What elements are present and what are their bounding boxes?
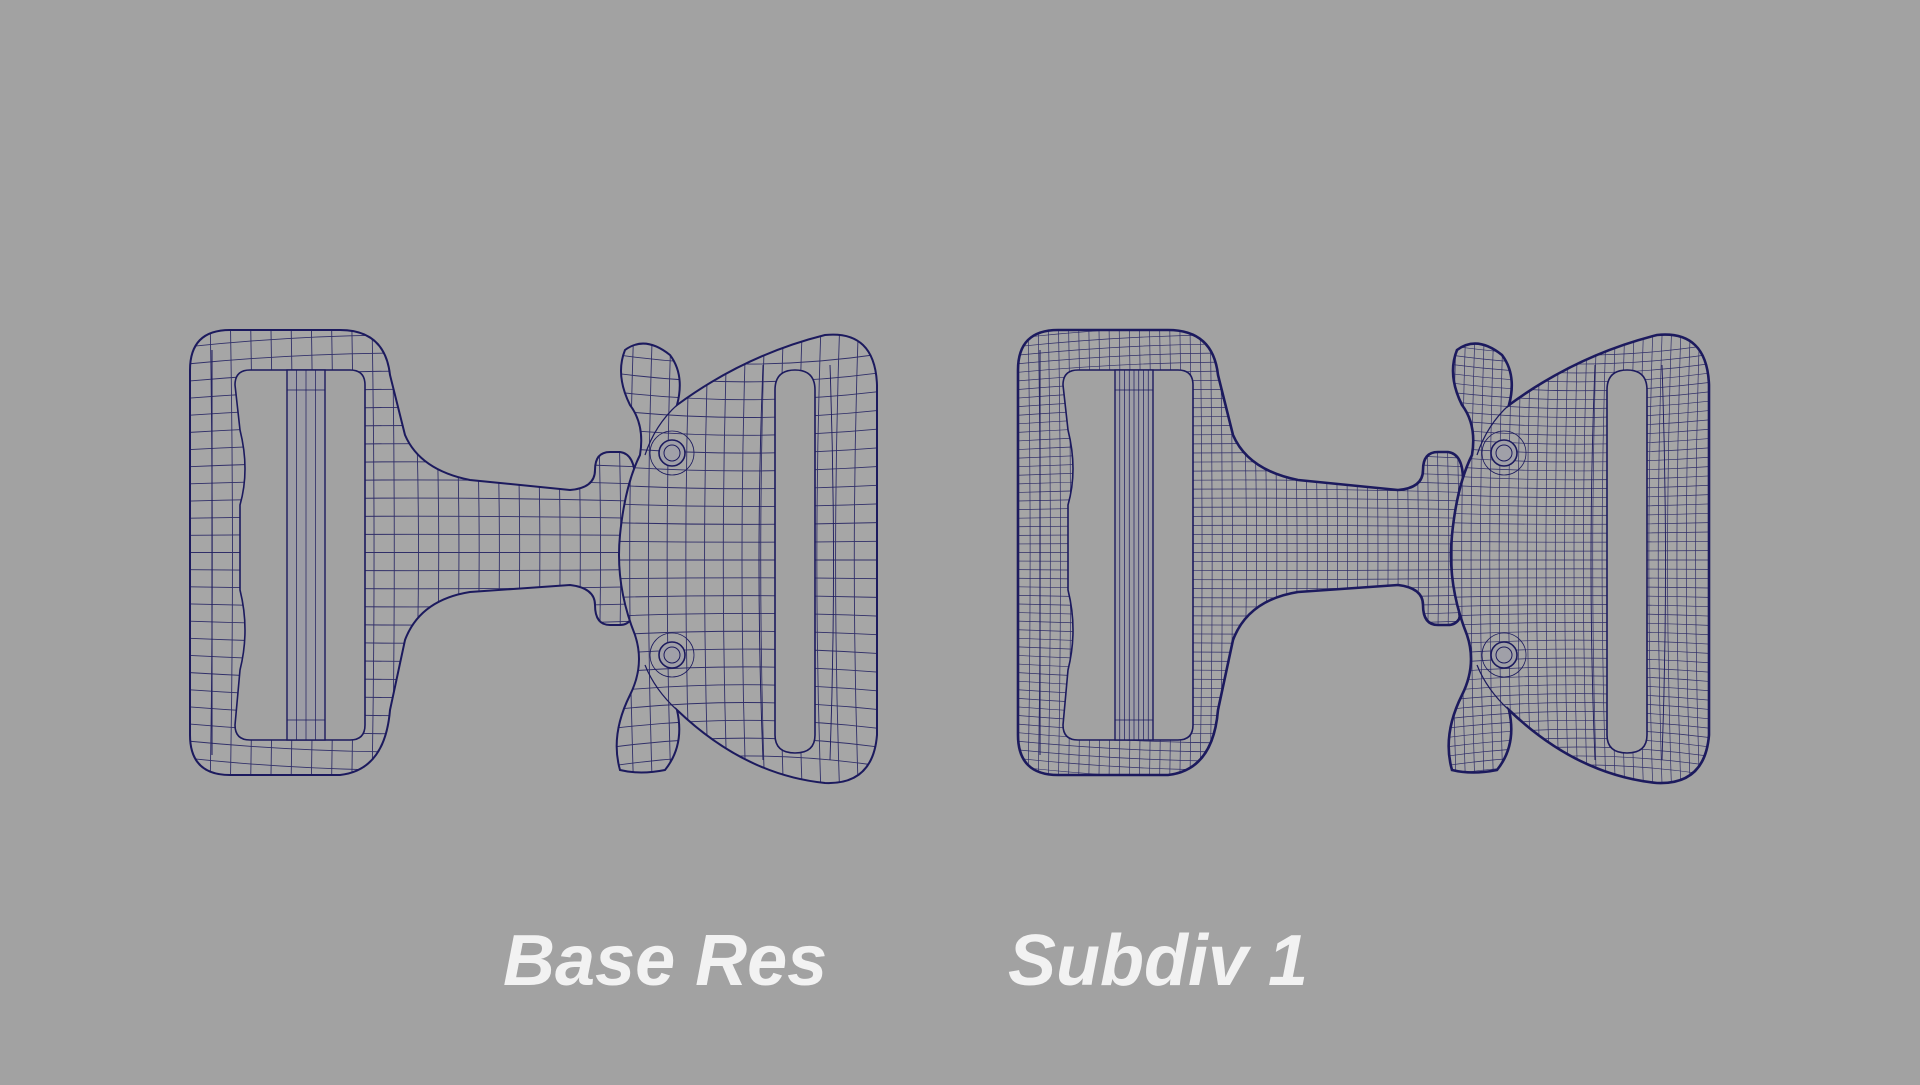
female-buckle-base-res [615, 333, 878, 785]
female-buckle-subdiv [1447, 333, 1711, 785]
male-buckle-subdiv [1016, 328, 1465, 777]
caption-base-res: Base Res [503, 921, 828, 1001]
caption-subdiv: Subdiv 1 [1008, 921, 1309, 1001]
male-buckle-base-res [189, 329, 636, 776]
